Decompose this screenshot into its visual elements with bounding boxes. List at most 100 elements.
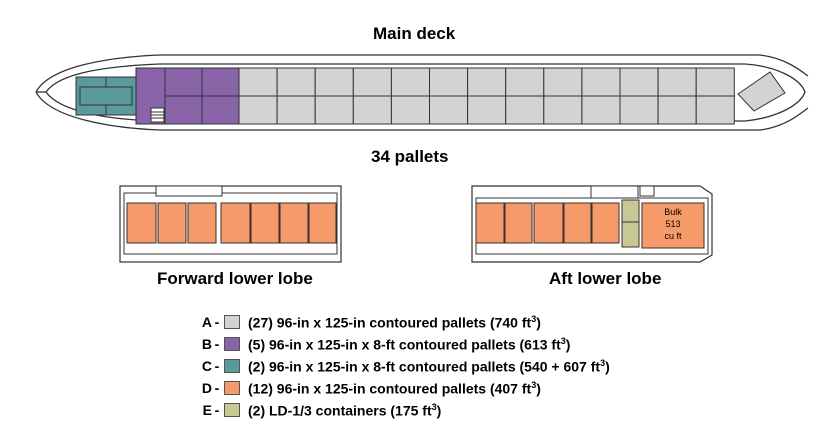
forward-lobe-pallet-d bbox=[279, 202, 309, 244]
aft-lobe-pallets bbox=[475, 202, 620, 244]
forward-lobe-pallets bbox=[126, 202, 337, 244]
legend-text: (12) 96-in x 125-in contoured pallets (4… bbox=[248, 380, 541, 397]
aft-lobe-pallet-d bbox=[475, 202, 505, 244]
legend-tail: ) bbox=[536, 314, 541, 331]
main-deck-pallet-a bbox=[429, 95, 469, 125]
legend-row-b: B - (5) 96-in x 125-in x 8-ft contoured … bbox=[190, 333, 610, 355]
forward-lobe-pallet-d bbox=[187, 202, 217, 244]
legend-dash: - bbox=[214, 402, 220, 418]
legend-text-main: (2) LD-1/3 containers (175 ft bbox=[248, 402, 432, 419]
legend-sup: 3 bbox=[560, 335, 566, 346]
forward-lobe-pallet-d bbox=[220, 202, 251, 244]
legend-sup: 3 bbox=[431, 401, 437, 412]
main-deck-pallet-a bbox=[657, 67, 697, 97]
legend-dash: - bbox=[214, 336, 220, 352]
main-deck-pallet-a bbox=[695, 95, 735, 125]
legend-row-c: C - (2) 96-in x 125-in x 8-ft contoured … bbox=[190, 355, 610, 377]
legend-text: (5) 96-in x 125-in x 8-ft contoured pall… bbox=[248, 336, 570, 353]
legend-swatch-e bbox=[224, 403, 240, 417]
forward-lobe-pallet-d bbox=[126, 202, 157, 244]
legend-sup: 3 bbox=[531, 313, 537, 324]
legend-dash: - bbox=[214, 358, 220, 374]
aft-lobe-outline bbox=[471, 185, 713, 263]
ld-container-e bbox=[621, 221, 640, 248]
main-deck-angled-pallet bbox=[737, 71, 786, 112]
main-deck-pallet-b bbox=[201, 67, 240, 97]
main-deck-pallet-c-inner bbox=[79, 86, 133, 106]
ld-container-e bbox=[621, 199, 640, 223]
main-deck-pallet-a bbox=[505, 95, 545, 125]
legend-tail: ) bbox=[536, 380, 541, 397]
main-deck-title: Main deck bbox=[373, 24, 456, 43]
main-deck-pallet-a bbox=[276, 95, 316, 125]
legend-text: (2) LD-1/3 containers (175 ft3) bbox=[248, 402, 441, 419]
legend-sup: 3 bbox=[600, 357, 606, 368]
legend-row-a: A - (27) 96-in x 125-in contoured pallet… bbox=[190, 311, 610, 333]
forward-lobe-pallet-d bbox=[308, 202, 337, 244]
main-deck-pallet-a bbox=[314, 95, 354, 125]
pallets-count-label: 34 pallets bbox=[371, 147, 449, 166]
forward-lower-lobe-title: Forward lower lobe bbox=[157, 269, 313, 288]
legend-text-main: (12) 96-in x 125-in contoured pallets (4… bbox=[248, 380, 532, 397]
main-deck-pallet-a bbox=[238, 95, 278, 125]
forward-lobe-outline bbox=[119, 185, 342, 263]
main-deck-pallets bbox=[75, 67, 735, 125]
main-deck-pallet-a bbox=[467, 67, 507, 97]
forward-lower-lobe bbox=[119, 185, 342, 263]
main-deck-pallet-b bbox=[164, 95, 203, 125]
legend-text-main: (27) 96-in x 125-in contoured pallets (7… bbox=[248, 314, 532, 331]
forward-lobe-pallet-d bbox=[157, 202, 187, 244]
legend-sup: 3 bbox=[531, 379, 537, 390]
legend-row-e: E - (2) LD-1/3 containers (175 ft3) bbox=[190, 399, 610, 421]
main-deck-pallet-b bbox=[201, 95, 240, 125]
aft-lobe-pallet-d bbox=[504, 202, 533, 244]
forward-lobe-inner bbox=[123, 192, 338, 255]
main-deck-pallet-a bbox=[543, 67, 583, 97]
main-deck-pallet-a bbox=[276, 67, 316, 97]
main-deck-pallet-a bbox=[238, 67, 278, 97]
aft-lobe-pallet-d bbox=[591, 202, 620, 244]
bulk-label: Bulk bbox=[664, 207, 682, 217]
stairs-icon bbox=[150, 107, 165, 123]
main-deck-pallet-a bbox=[657, 95, 697, 125]
legend-key: E bbox=[202, 402, 212, 418]
aft-lower-lobe: Bulk 513 cu ft bbox=[471, 185, 713, 263]
legend-text: (27) 96-in x 125-in contoured pallets (7… bbox=[248, 314, 541, 331]
main-deck-pallet-a bbox=[505, 67, 545, 97]
main-deck-pallet-a bbox=[543, 95, 583, 125]
legend: A - (27) 96-in x 125-in contoured pallet… bbox=[190, 311, 610, 421]
aft-lobe-pallet-d bbox=[533, 202, 564, 244]
aft-lobe-pallet-d bbox=[563, 202, 592, 244]
legend-text-main: (2) 96-in x 125-in x 8-ft contoured pall… bbox=[248, 358, 601, 375]
main-deck-pallet-a bbox=[390, 67, 430, 97]
legend-tail: ) bbox=[605, 358, 610, 375]
legend-key: D bbox=[201, 380, 212, 396]
legend-swatch-b bbox=[224, 337, 240, 351]
aft-lobe-small-door bbox=[639, 185, 655, 197]
legend-swatch-d bbox=[224, 381, 240, 395]
legend-key: B bbox=[201, 336, 212, 352]
aft-lower-lobe-title: Aft lower lobe bbox=[549, 269, 662, 288]
main-deck-pallet-a bbox=[619, 95, 659, 125]
bulk-unit: cu ft bbox=[664, 231, 682, 241]
legend-text: (2) 96-in x 125-in x 8-ft contoured pall… bbox=[248, 358, 610, 375]
legend-key: A bbox=[201, 314, 212, 330]
aft-lobe-door bbox=[590, 185, 639, 199]
legend-text-main: (5) 96-in x 125-in x 8-ft contoured pall… bbox=[248, 336, 561, 353]
bulk-volume: 513 bbox=[665, 219, 680, 229]
legend-row-d: D - (12) 96-in x 125-in contoured pallet… bbox=[190, 377, 610, 399]
legend-dash: - bbox=[214, 380, 220, 396]
legend-tail: ) bbox=[436, 402, 442, 419]
main-deck-pallet-a bbox=[581, 95, 621, 125]
legend-key: C bbox=[201, 358, 212, 374]
legend-dash: - bbox=[214, 314, 220, 330]
main-deck-pallet-a bbox=[581, 67, 621, 97]
main-deck-pallet-a bbox=[619, 67, 659, 97]
bulk-area bbox=[641, 202, 705, 249]
legend-tail: ) bbox=[565, 336, 571, 353]
main-deck-pallet-a bbox=[390, 95, 430, 125]
fuselage-outline bbox=[35, 54, 809, 131]
main-deck-pallet-a bbox=[352, 67, 392, 97]
main-deck-pallet-a bbox=[314, 67, 354, 97]
